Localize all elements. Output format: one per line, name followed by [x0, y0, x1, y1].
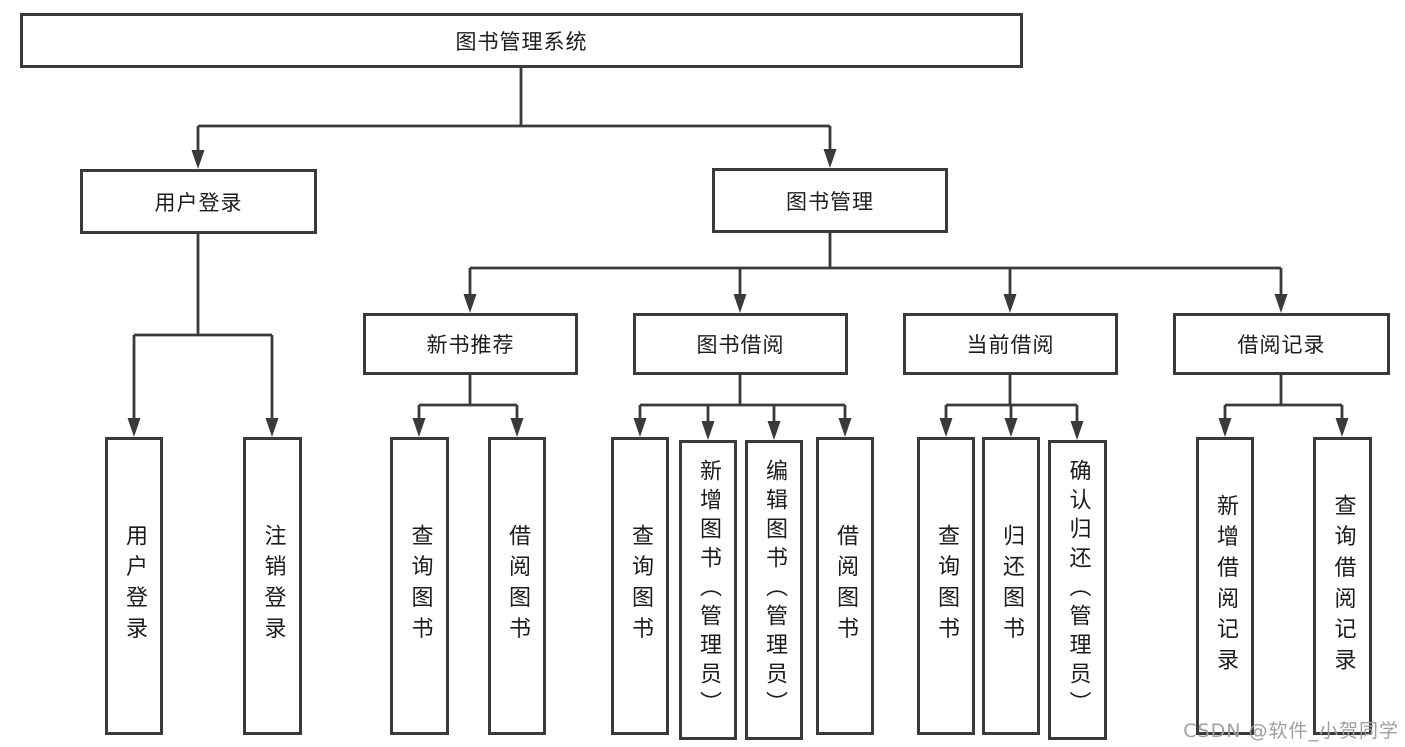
node-book-management: 图书管理 [712, 168, 948, 233]
leaf-borrow-books-recommend: 借阅图书 [488, 437, 546, 735]
leaf-confirm-return-admin: 确认归还（管理员） [1048, 440, 1107, 740]
leaf-query-books-current-label: 查询图书 [934, 524, 959, 648]
csdn-watermark: CSDN @软件_小贺同学 [1183, 720, 1399, 742]
leaf-query-books-borrow: 查询图书 [611, 437, 669, 735]
node-borrow-records: 借阅记录 [1173, 313, 1390, 375]
leaf-query-books-recommend: 查询图书 [390, 437, 449, 735]
leaf-borrow-books: 借阅图书 [816, 437, 874, 735]
arrowheads [127, 149, 1349, 440]
leaf-user-login: 用户登录 [105, 437, 163, 735]
node-current-borrow: 当前借阅 [903, 313, 1118, 375]
node-root-system: 图书管理系统 [20, 13, 1023, 68]
leaf-add-borrow-record-label: 新增借阅记录 [1213, 493, 1238, 679]
node-current-borrow-label: 当前借阅 [966, 333, 1055, 357]
leaf-query-borrow-record-label: 查询借阅记录 [1330, 493, 1356, 679]
leaf-query-books-recommend-label: 查询图书 [407, 524, 433, 648]
leaf-confirm-return-admin-label: 确认归还（管理员） [1065, 459, 1091, 721]
leaf-return-book-label: 归还图书 [999, 524, 1024, 648]
leaf-logout-label: 注销登录 [260, 524, 286, 648]
node-book-borrow-label: 图书借阅 [696, 333, 785, 357]
connector-paths [132, 68, 1344, 423]
leaf-borrow-books-recommend-label: 借阅图书 [505, 524, 530, 648]
leaf-borrow-books-label: 借阅图书 [833, 524, 858, 648]
leaf-query-books-current: 查询图书 [917, 437, 975, 735]
leaf-edit-book-admin-label: 编辑图书（管理员） [762, 459, 787, 721]
leaf-return-book: 归还图书 [982, 437, 1040, 735]
node-user-login-label: 用户登录 [154, 190, 243, 215]
leaf-logout: 注销登录 [243, 437, 302, 735]
node-new-book-recommend: 新书推荐 [363, 313, 578, 375]
node-book-management-label: 图书管理 [786, 189, 874, 214]
node-book-borrow: 图书借阅 [633, 313, 848, 375]
node-new-book-recommend-label: 新书推荐 [426, 333, 515, 357]
leaf-edit-book-admin: 编辑图书（管理员） [745, 440, 803, 740]
leaf-query-books-borrow-label: 查询图书 [628, 524, 653, 648]
leaf-add-book-admin: 新增图书（管理员） [679, 440, 737, 740]
node-borrow-records-label: 借阅记录 [1237, 333, 1326, 357]
leaf-add-book-admin-label: 新增图书（管理员） [696, 459, 721, 721]
node-user-login: 用户登录 [80, 169, 317, 234]
node-root-label: 图书管理系统 [455, 29, 588, 54]
leaf-add-borrow-record: 新增借阅记录 [1196, 437, 1254, 735]
leaf-query-borrow-record: 查询借阅记录 [1313, 437, 1372, 735]
leaf-user-login-label: 用户登录 [122, 524, 147, 648]
